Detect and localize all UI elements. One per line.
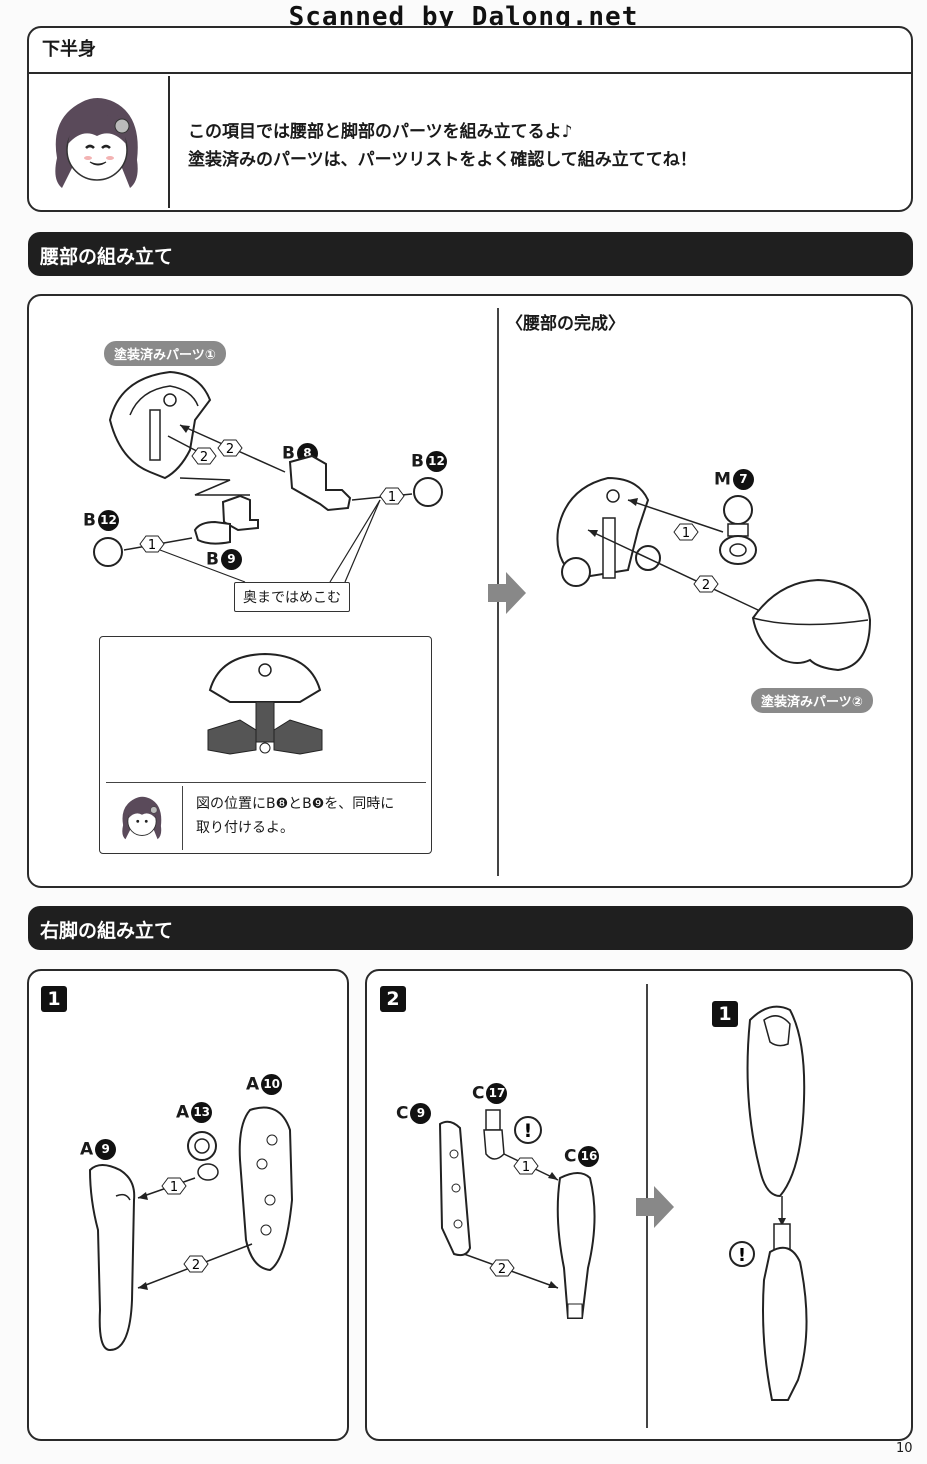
svg-text:!: ! <box>524 1120 533 1142</box>
svg-text:2: 2 <box>192 1258 200 1273</box>
painted-parts-2-label: 塗装済みパーツ② <box>751 688 873 713</box>
step2-badge: 2 <box>380 986 406 1012</box>
step-marker: 1 <box>513 1157 539 1175</box>
step-marker: 1 <box>139 535 165 553</box>
step-marker: 1 <box>161 1177 187 1195</box>
page-number: 10 <box>896 1441 913 1456</box>
svg-text:2: 2 <box>498 1262 506 1277</box>
intro-box <box>27 26 913 212</box>
caution-icon: ! <box>514 1116 542 1144</box>
note-line-2: 取り付けるよ。 <box>196 820 294 836</box>
intro-line-1: この項目では腰部と脚部のパーツを組み立てるよ♪ <box>188 122 573 142</box>
intro-text: この項目では腰部と脚部のパーツを組み立てるよ♪ 塗装済みのパーツは、パーツリスト… <box>188 118 697 174</box>
svg-text:!: ! <box>738 1245 746 1266</box>
svg-text:2: 2 <box>200 450 208 465</box>
svg-text:1: 1 <box>522 1160 530 1175</box>
intro-title: 下半身 <box>28 26 911 74</box>
note-divider <box>106 782 426 783</box>
next-arrow-icon <box>636 1186 674 1228</box>
waist-complete-diagram: 1 2 <box>556 476 872 672</box>
waist-complete-label: 〈腰部の完成〉 <box>506 314 625 334</box>
painted-parts-1-label: 塗装済みパーツ① <box>104 341 226 366</box>
substep-badge: 1 <box>712 1001 738 1027</box>
leg-step2-result-diagram: ! <box>729 1005 808 1401</box>
leg-step1-diagram: 1 2 <box>88 1106 294 1352</box>
note-line-1: 図の位置にB❽とB❾を、同時に <box>196 796 395 812</box>
svg-text:1: 1 <box>682 526 690 541</box>
step-marker: 2 <box>489 1259 515 1277</box>
step1-badge: 1 <box>41 986 67 1012</box>
step-marker: 2 <box>191 447 217 465</box>
step-marker: 2 <box>693 575 719 593</box>
svg-text:1: 1 <box>388 490 396 505</box>
leg-step2-diagram: ! 1 2 <box>438 1109 596 1319</box>
leg-heading: 右脚の組み立て <box>28 906 913 950</box>
intro-divider <box>168 76 170 208</box>
svg-text:1: 1 <box>170 1180 178 1195</box>
caution-icon: ! <box>729 1241 755 1267</box>
svg-text:2: 2 <box>702 578 710 593</box>
svg-text:2: 2 <box>226 442 234 457</box>
note-vdivider <box>182 786 183 850</box>
leg-step1-panel <box>27 969 349 1441</box>
mascot-small-icon <box>122 796 162 840</box>
next-arrow-icon <box>488 572 526 614</box>
mascot-avatar <box>55 98 138 188</box>
waist-heading: 腰部の組み立て <box>28 232 913 276</box>
note-text: 図の位置にB❽とB❾を、同時に 取り付けるよ。 <box>196 792 394 840</box>
step-marker: 1 <box>379 487 405 505</box>
step-marker: 1 <box>673 523 699 541</box>
intro-line-2: 塗装済みのパーツは、パーツリストをよく確認して組み立ててね！ <box>188 150 697 170</box>
step-marker: 2 <box>183 1255 209 1273</box>
waist-assembly-diagram: 2 2 1 1 <box>93 370 443 583</box>
note-diagram <box>207 652 323 755</box>
step-marker: 2 <box>217 439 243 457</box>
push-in-callout: 奥まではめこむ <box>234 582 350 612</box>
svg-text:1: 1 <box>148 538 156 553</box>
